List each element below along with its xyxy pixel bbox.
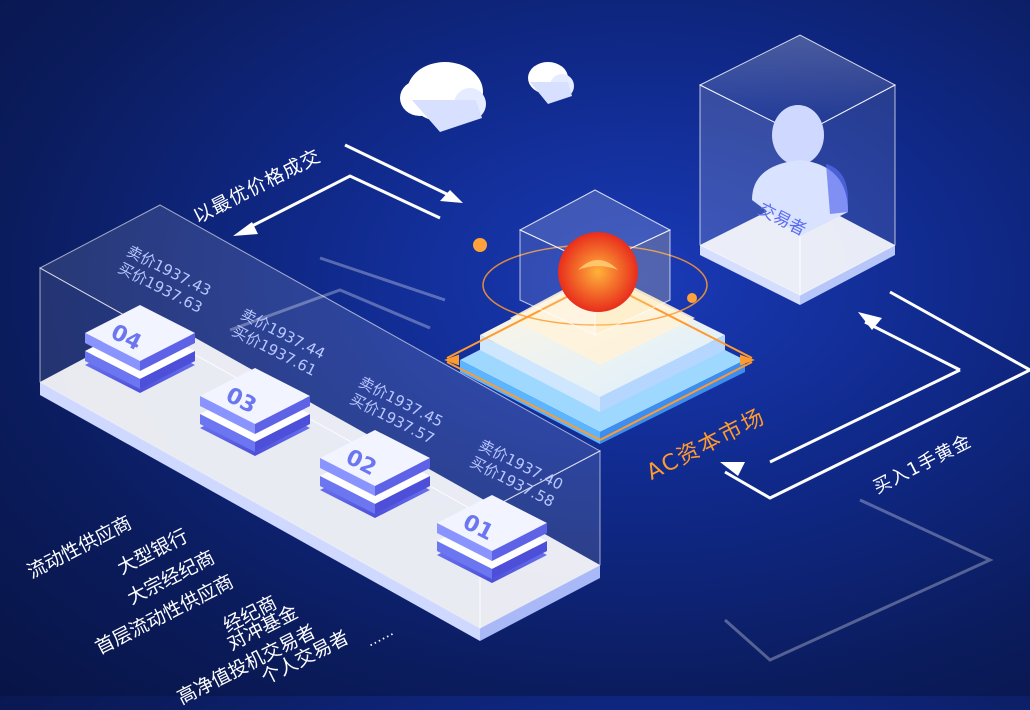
cloud-icon-small [528, 62, 574, 104]
server-03-graphic [200, 368, 310, 456]
server-04-graphic [85, 305, 195, 393]
right-arrows [720, 290, 1030, 662]
server-01-graphic [437, 495, 547, 583]
cloud-icon-large [400, 62, 486, 132]
top-arrows [229, 143, 463, 332]
server-02-graphic [320, 430, 430, 518]
market-platform [444, 189, 755, 444]
trader-box [698, 34, 897, 305]
